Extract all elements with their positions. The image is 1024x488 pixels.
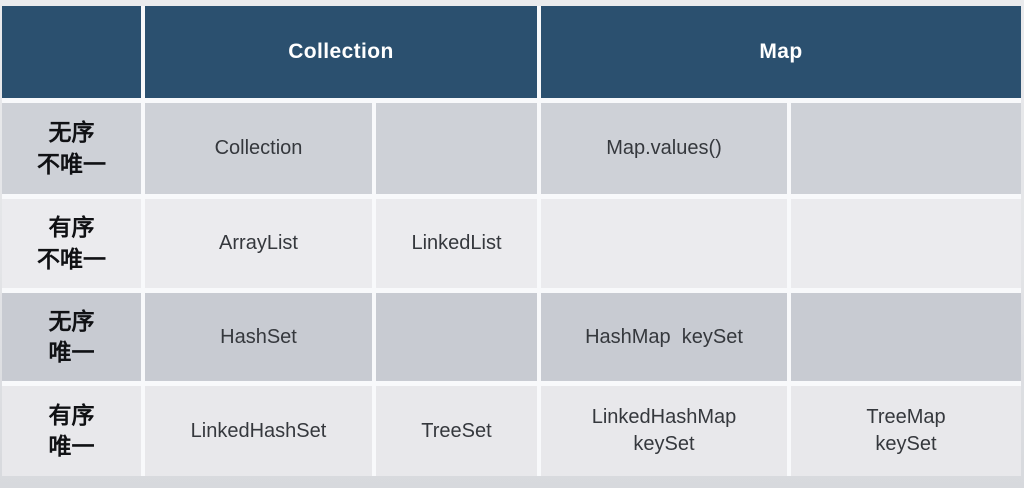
cell-r1c2-empty [376, 103, 537, 194]
cell-arraylist: ArrayList [145, 199, 372, 288]
cell-r2c4-empty [791, 199, 1021, 288]
cell-linkedlist: LinkedList [376, 199, 537, 288]
cell-r3c4-empty [791, 293, 1021, 381]
cell-linkedhashset: LinkedHashSet [145, 386, 372, 476]
row-label-unordered-unique: 无序 唯一 [2, 293, 141, 381]
header-collection: Collection [145, 6, 537, 98]
cell-treemap-keyset: TreeMap keySet [791, 386, 1021, 476]
cell-collection: Collection [145, 103, 372, 194]
cell-hashset: HashSet [145, 293, 372, 381]
cell-r1c4-empty [791, 103, 1021, 194]
header-map: Map [541, 6, 1021, 98]
row-label-unordered-nonunique: 无序 不唯一 [2, 103, 141, 194]
cell-map-values: Map.values() [541, 103, 787, 194]
cell-r3c2-empty [376, 293, 537, 381]
row-label-ordered-unique: 有序 唯一 [2, 386, 141, 476]
row-label-ordered-nonunique: 有序 不唯一 [2, 199, 141, 288]
cell-r2c3-empty [541, 199, 787, 288]
cell-hashmap-keyset: HashMap keySet [541, 293, 787, 381]
collection-map-comparison-table: Collection Map 无序 不唯一 Collection Map.val… [2, 6, 1021, 476]
cell-treeset: TreeSet [376, 386, 537, 476]
corner-header-cell [2, 6, 141, 98]
cell-linkedhashmap-keyset: LinkedHashMap keySet [541, 386, 787, 476]
